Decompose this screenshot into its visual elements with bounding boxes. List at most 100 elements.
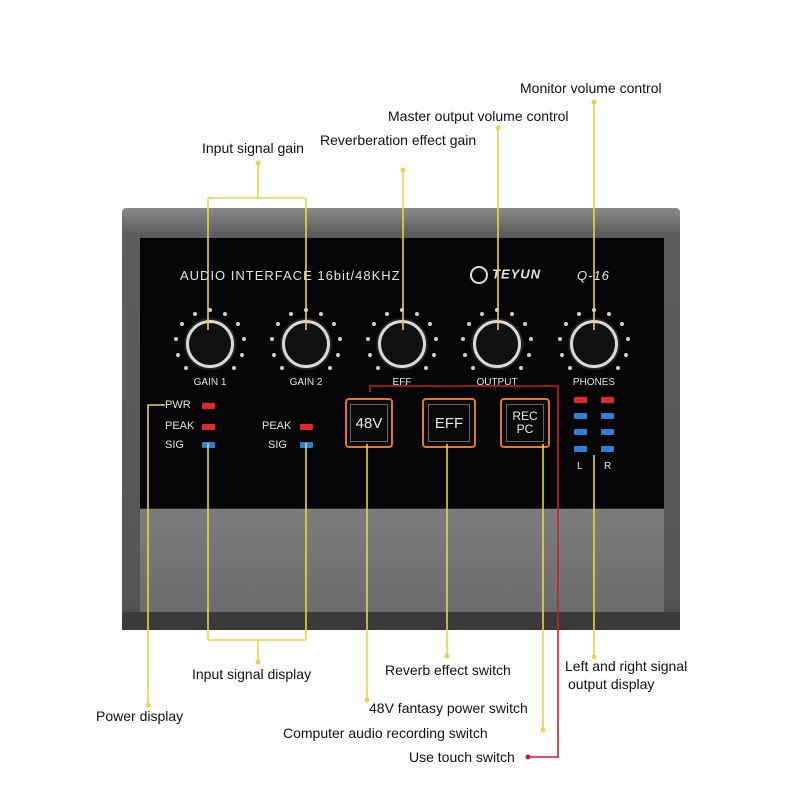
peak2-led-label: PEAK (262, 420, 292, 432)
meter-l-led-4 (574, 446, 587, 452)
knob-scale-dot (522, 322, 527, 326)
knob-scale-dot (208, 308, 212, 312)
knob-scale-dot (304, 308, 308, 312)
knob-scale-dot (527, 352, 532, 357)
sig2-led-label: SIG (268, 439, 287, 451)
model-name: Q-16 (577, 268, 610, 283)
meter-r-led-4 (601, 446, 614, 452)
knob-scale-dot (174, 336, 179, 341)
knob-scale-dot (375, 366, 380, 371)
callout-monitor-volume: Monitor volume control (520, 80, 662, 96)
meter-l-led-1 (574, 397, 587, 403)
knob-scale-dot (519, 366, 524, 371)
knob-scale-dot (271, 352, 276, 357)
output-knob[interactable] (473, 320, 521, 368)
knob-scale-dot (232, 366, 237, 371)
knob-scale-dot (462, 352, 467, 357)
knob-scale-dot (415, 311, 420, 316)
sig1-led-label: SIG (165, 439, 184, 451)
knob-scale-dot (616, 366, 621, 371)
48v-switch[interactable]: 48V (345, 398, 393, 448)
knob-scale-dot (424, 366, 429, 371)
knob-scale-dot (336, 352, 341, 357)
pwr-led (202, 403, 215, 409)
knob-scale-dot (192, 311, 197, 316)
gain2-label: GAIN 2 (289, 377, 323, 388)
knob-scale-dot (619, 322, 624, 326)
device-bottom (140, 508, 664, 613)
callout-input-display: Input signal display (192, 666, 312, 682)
knob-scale-dot (331, 322, 336, 326)
knob-scale-dot (576, 311, 581, 316)
knob-scale-dot (625, 336, 630, 341)
knob-scale-dot (400, 308, 404, 312)
knob-scale-dot (510, 311, 515, 316)
knob-scale-dot (479, 311, 484, 316)
callout-lr-display-1: Left and right signal (565, 658, 688, 674)
eff-switch-label: EFF (428, 404, 470, 442)
rec-label: REC (512, 409, 538, 423)
knob-scale-dot (558, 336, 563, 341)
knob-scale-dot (367, 352, 372, 357)
knob-scale-dot (366, 336, 371, 341)
callout-input-gain: Input signal gain (202, 140, 304, 156)
meter-r-led-3 (601, 429, 614, 435)
knob-scale-dot (270, 336, 275, 341)
meter-r-label: R (604, 461, 612, 472)
callout-touch-switch: Use touch switch (409, 749, 515, 765)
knob-scale-dot (384, 311, 389, 316)
knob-scale-dot (240, 352, 245, 357)
callout-lr-display-2: output display (568, 676, 655, 692)
meter-l-led-2 (574, 413, 587, 419)
knob-scale-dot (461, 336, 466, 341)
knob-scale-dot (467, 322, 472, 326)
device-title: AUDIO INTERFACE 16bit/48KHZ (180, 268, 401, 283)
eff-switch[interactable]: EFF (422, 398, 476, 448)
48v-switch-label: 48V (350, 404, 388, 442)
knob-scale-dot (607, 311, 612, 316)
callout-pc-record-switch: Computer audio recording switch (283, 725, 488, 741)
knob-scale-dot (276, 322, 281, 326)
meter-l-label: L (577, 461, 583, 472)
knob-scale-dot (337, 336, 342, 341)
knob-scale-dot (495, 308, 499, 312)
peak1-led-label: PEAK (165, 420, 195, 432)
brand-icon (470, 266, 488, 284)
knob-scale-dot (624, 352, 629, 357)
knob-scale-dot (328, 366, 333, 371)
callout-48v-switch: 48V fantasy power switch (369, 700, 528, 716)
front-panel (140, 238, 664, 508)
knob-scale-dot (175, 352, 180, 357)
knob-scale-dot (432, 352, 437, 357)
knob-scale-dot (427, 322, 432, 326)
meter-r-led-1 (601, 397, 614, 403)
meter-r-led-2 (601, 413, 614, 419)
eff-label: EFF (392, 377, 412, 388)
pc-label: PC (516, 422, 534, 436)
knob-scale-dot (372, 322, 377, 326)
eff-knob[interactable] (378, 320, 426, 368)
knob-scale-dot (559, 352, 564, 357)
knob-scale-dot (433, 336, 438, 341)
rec-pc-switch[interactable]: REC PC (500, 398, 550, 448)
pwr-led-label: PWR (165, 399, 191, 411)
knob-scale-dot (564, 322, 569, 326)
knob-scale-dot (319, 311, 324, 316)
brand-logo: TEYUN (470, 266, 541, 284)
knob-scale-dot (241, 336, 246, 341)
knob-scale-dot (470, 366, 475, 371)
knob-scale-dot (223, 311, 228, 316)
callout-power-display: Power display (96, 708, 184, 724)
meter-l-led-3 (574, 429, 587, 435)
knob-scale-dot (567, 366, 572, 371)
callout-master-output: Master output volume control (388, 108, 569, 124)
gain1-label: GAIN 1 (193, 377, 227, 388)
knob-scale-dot (288, 311, 293, 316)
knob-scale-dot (235, 322, 240, 326)
knob-scale-dot (279, 366, 284, 371)
phones-label: PHONES (572, 377, 616, 388)
output-label: OUTPUT (476, 377, 518, 388)
knob-scale-dot (183, 366, 188, 371)
knob-scale-dot (180, 322, 185, 326)
gain1-knob[interactable] (186, 320, 234, 368)
